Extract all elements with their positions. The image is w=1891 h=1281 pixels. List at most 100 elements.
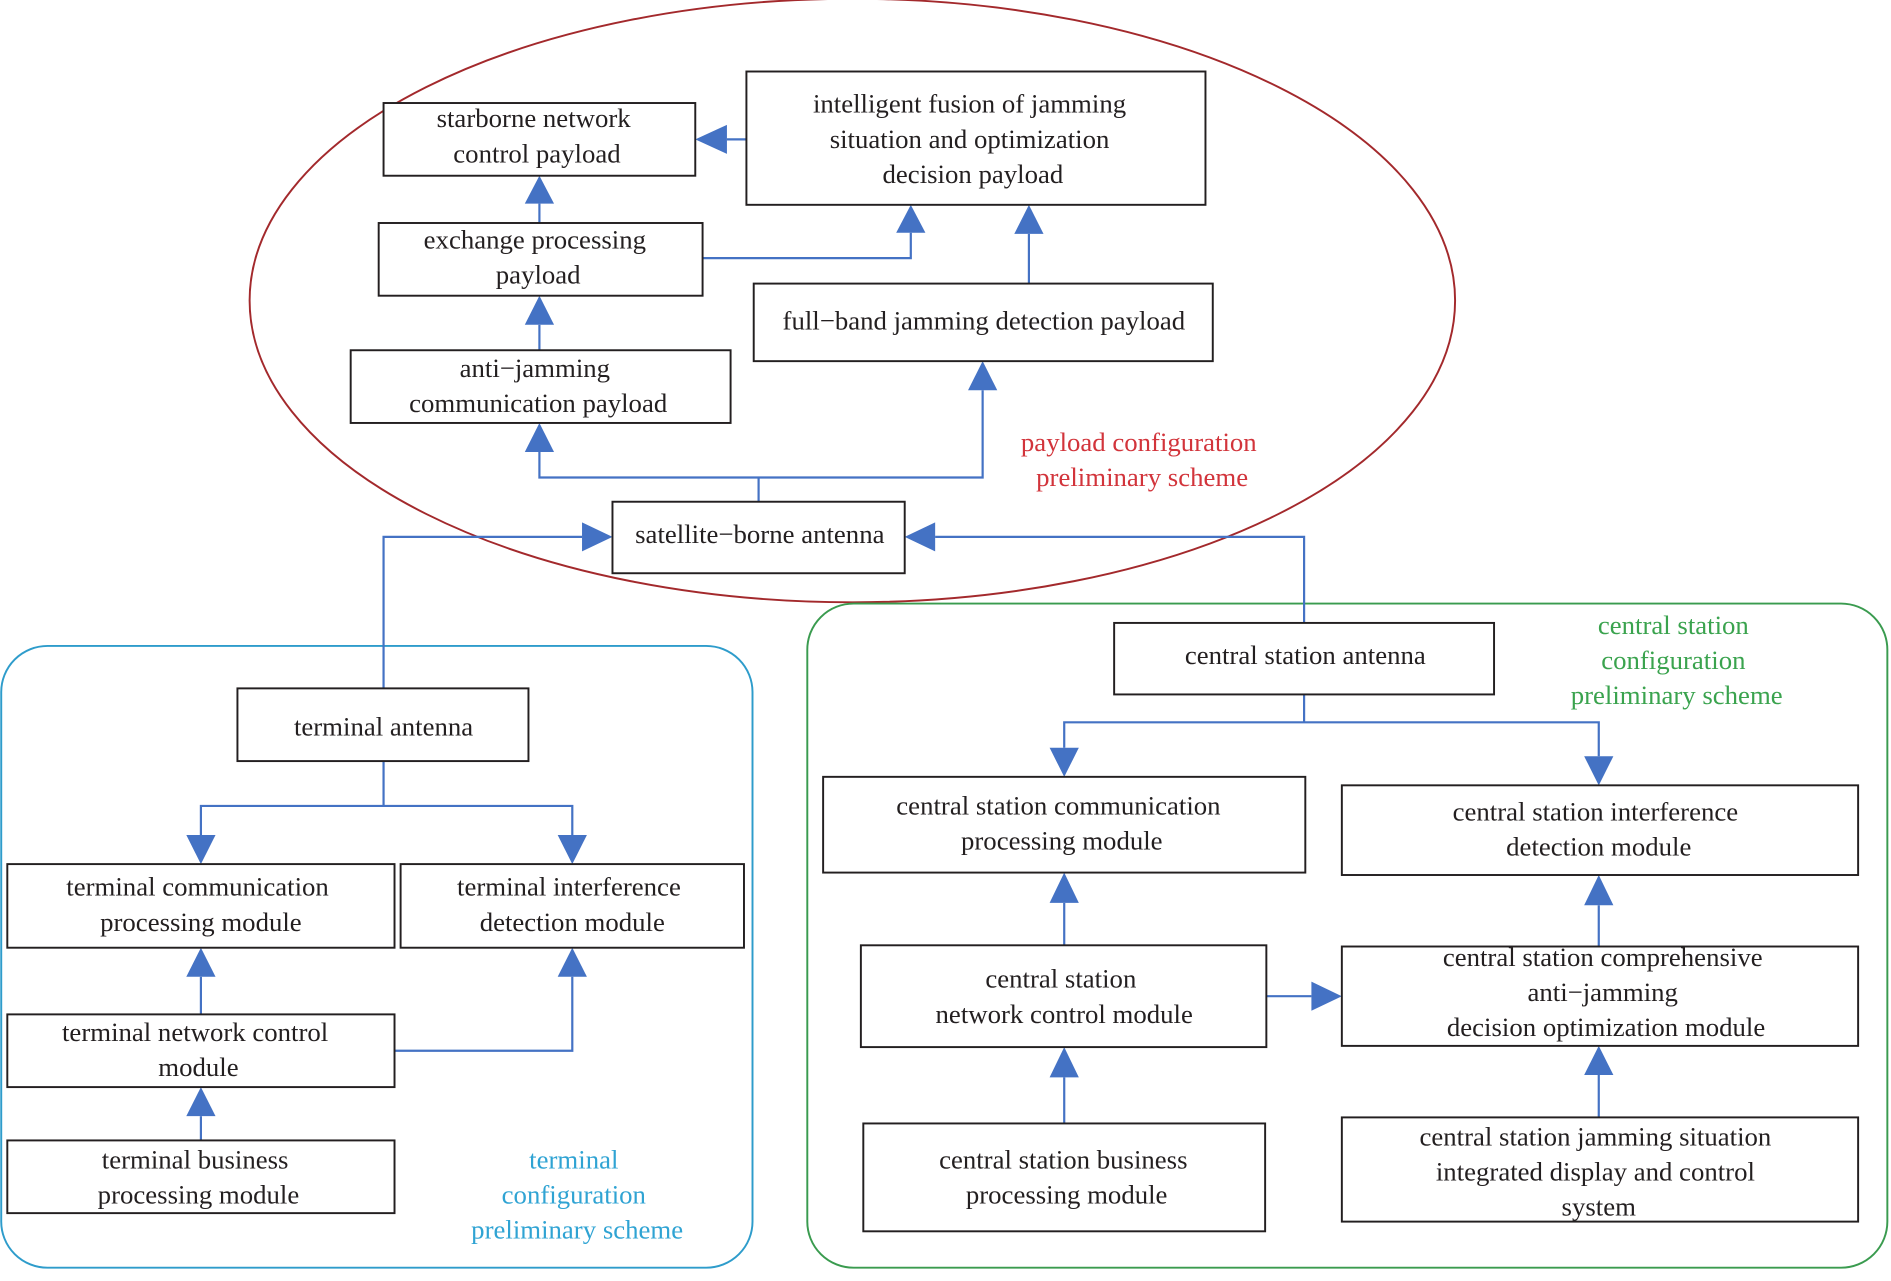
- node-label-line: starborne network: [437, 103, 632, 133]
- node-label-line: terminal antenna: [294, 712, 473, 742]
- edge-central-business-to-network: [1049, 1047, 1079, 1124]
- node-label-line: control payload: [453, 138, 621, 168]
- node-label-line: central station comprehensive: [1443, 942, 1763, 972]
- arrowhead-up-icon: [896, 204, 926, 233]
- arrowhead-up-icon: [1584, 875, 1614, 906]
- node-label-line: anti−jamming: [460, 353, 610, 383]
- edge-terminal-network-to-interference: [394, 947, 587, 1052]
- central-station-region-label-line: configuration: [1601, 645, 1745, 675]
- node-label: anti−jamming communication payload: [409, 353, 668, 418]
- node-box: [377, 222, 704, 297]
- edge-full-band-to-fusion: [1014, 204, 1044, 284]
- edge-central-network-to-communication: [1049, 872, 1079, 946]
- node-central-station-decision-optimization-module: central station comprehensive anti−jammi…: [1340, 942, 1860, 1047]
- node-label-line: communication payload: [409, 388, 668, 418]
- node-label-line: terminal network control: [62, 1017, 328, 1047]
- node-central-station-communication-processing-module: central station communication processing…: [822, 775, 1307, 874]
- node-box: [745, 70, 1207, 206]
- payload-region-outline: [248, 0, 1456, 604]
- arrowhead-up-icon: [186, 1087, 216, 1117]
- node-label-line: anti−jamming: [1527, 977, 1677, 1007]
- node-label: central station antenna: [1185, 640, 1426, 670]
- node-box: [399, 863, 745, 949]
- arrowhead-down-icon: [1584, 756, 1614, 786]
- edge-central-antenna-to-satellite-antenna: [904, 522, 1306, 623]
- node-label-line: processing module: [98, 1179, 300, 1209]
- node-box: [382, 102, 697, 177]
- edge-exchange-to-starborne: [524, 175, 555, 223]
- terminal-region-outline: [0, 644, 754, 1269]
- arrowhead-up-icon: [524, 422, 555, 453]
- node-label: terminal interference detection module: [457, 872, 687, 937]
- node-label-line: module: [158, 1052, 238, 1082]
- node-label: exchange processing payload: [424, 225, 653, 290]
- node-label-line: central station: [985, 964, 1136, 994]
- edges: [186, 124, 1614, 1141]
- edge-line: [935, 535, 1306, 623]
- arrowhead-up-icon: [1049, 1047, 1079, 1078]
- node-box: [6, 863, 396, 949]
- node-label-line: central station antenna: [1185, 640, 1426, 670]
- node-label: central station interference detection m…: [1453, 797, 1745, 862]
- node-label-line: system: [1562, 1192, 1637, 1222]
- central-station-region-label: central station configuration preliminar…: [1571, 610, 1783, 710]
- node-label-line: situation and optimization: [830, 124, 1110, 154]
- edge-exchange-to-fusion: [702, 204, 926, 260]
- arrowhead-down-icon: [557, 835, 587, 865]
- node-starborne-network-control-payload: starborne network control payload: [382, 102, 697, 177]
- terminal-region-label-line: preliminary scheme: [471, 1215, 683, 1245]
- edge-line: [394, 976, 574, 1052]
- arrowhead-up-icon: [968, 361, 998, 391]
- arrowhead-up-icon: [524, 295, 555, 325]
- node-box: [611, 500, 906, 575]
- node-box: [1340, 784, 1860, 876]
- node-label-line: processing module: [966, 1179, 1168, 1209]
- central-station-region-label-line: preliminary scheme: [1571, 680, 1783, 710]
- edge-line: [702, 232, 912, 260]
- central-station-region-label-line: central station: [1598, 610, 1749, 640]
- terminal-region-label-line: configuration: [502, 1179, 646, 1209]
- node-label-line: exchange processing: [424, 225, 646, 255]
- arrowhead-up-icon: [557, 947, 587, 977]
- arrowhead-down-icon: [1049, 747, 1079, 777]
- node-full-band-jamming-detection-payload: full−band jamming detection payload: [752, 282, 1214, 363]
- node-box: [859, 944, 1268, 1049]
- node-label-line: network control module: [936, 999, 1193, 1029]
- node-satellite-borne-antenna: satellite−borne antenna: [611, 500, 906, 575]
- node-label-line: terminal business: [102, 1144, 289, 1174]
- edge-line: [538, 390, 984, 479]
- edge-terminal-antenna-to-satellite-antenna: [382, 522, 613, 689]
- node-label: central station network control module: [936, 964, 1193, 1029]
- node-central-station-business-processing-module: central station business processing modu…: [862, 1122, 1267, 1233]
- edge-anti-jamming-to-exchange: [524, 295, 555, 351]
- edge-decision-optimization-to-interference: [1584, 875, 1614, 947]
- arrowhead-down-icon: [186, 835, 216, 865]
- edge-line: [199, 804, 574, 836]
- edge-line: [1063, 721, 1600, 757]
- node-central-station-antenna: central station antenna: [1113, 621, 1496, 696]
- node-label-line: central station business: [939, 1144, 1187, 1174]
- edge-jamming-display-to-decision-optimization: [1584, 1045, 1614, 1118]
- node-central-station-jamming-display-control-system: central station jamming situation integr…: [1340, 1116, 1860, 1223]
- node-label-line: central station jamming situation: [1420, 1121, 1772, 1151]
- node-box: [6, 1013, 396, 1089]
- node-label-line: intelligent fusion of jamming: [813, 89, 1126, 119]
- edge-terminal-antenna-to-modules: [186, 761, 587, 865]
- node-box: [6, 1139, 396, 1215]
- node-terminal-network-control-module: terminal network control module: [6, 1013, 396, 1089]
- terminal-region-label: terminal configuration preliminary schem…: [471, 1144, 683, 1244]
- node-label: satellite−borne antenna: [635, 519, 884, 549]
- node-label: terminal communication processing module: [66, 872, 335, 937]
- node-anti-jamming-communication-payload: anti−jamming communication payload: [349, 349, 732, 424]
- edge-central-network-to-decision-optimization: [1266, 981, 1342, 1011]
- node-label: terminal network control module: [62, 1017, 335, 1082]
- node-label: central station business processing modu…: [939, 1144, 1194, 1209]
- arrowhead-up-icon: [524, 175, 555, 204]
- terminal-region-label-line: terminal: [529, 1144, 618, 1174]
- node-label-line: terminal communication: [66, 872, 329, 902]
- node-label-line: terminal interference: [457, 872, 681, 902]
- node-label-line: central station communication: [896, 790, 1220, 820]
- edge-fusion-to-starborne: [695, 124, 747, 154]
- node-box: [1113, 621, 1496, 696]
